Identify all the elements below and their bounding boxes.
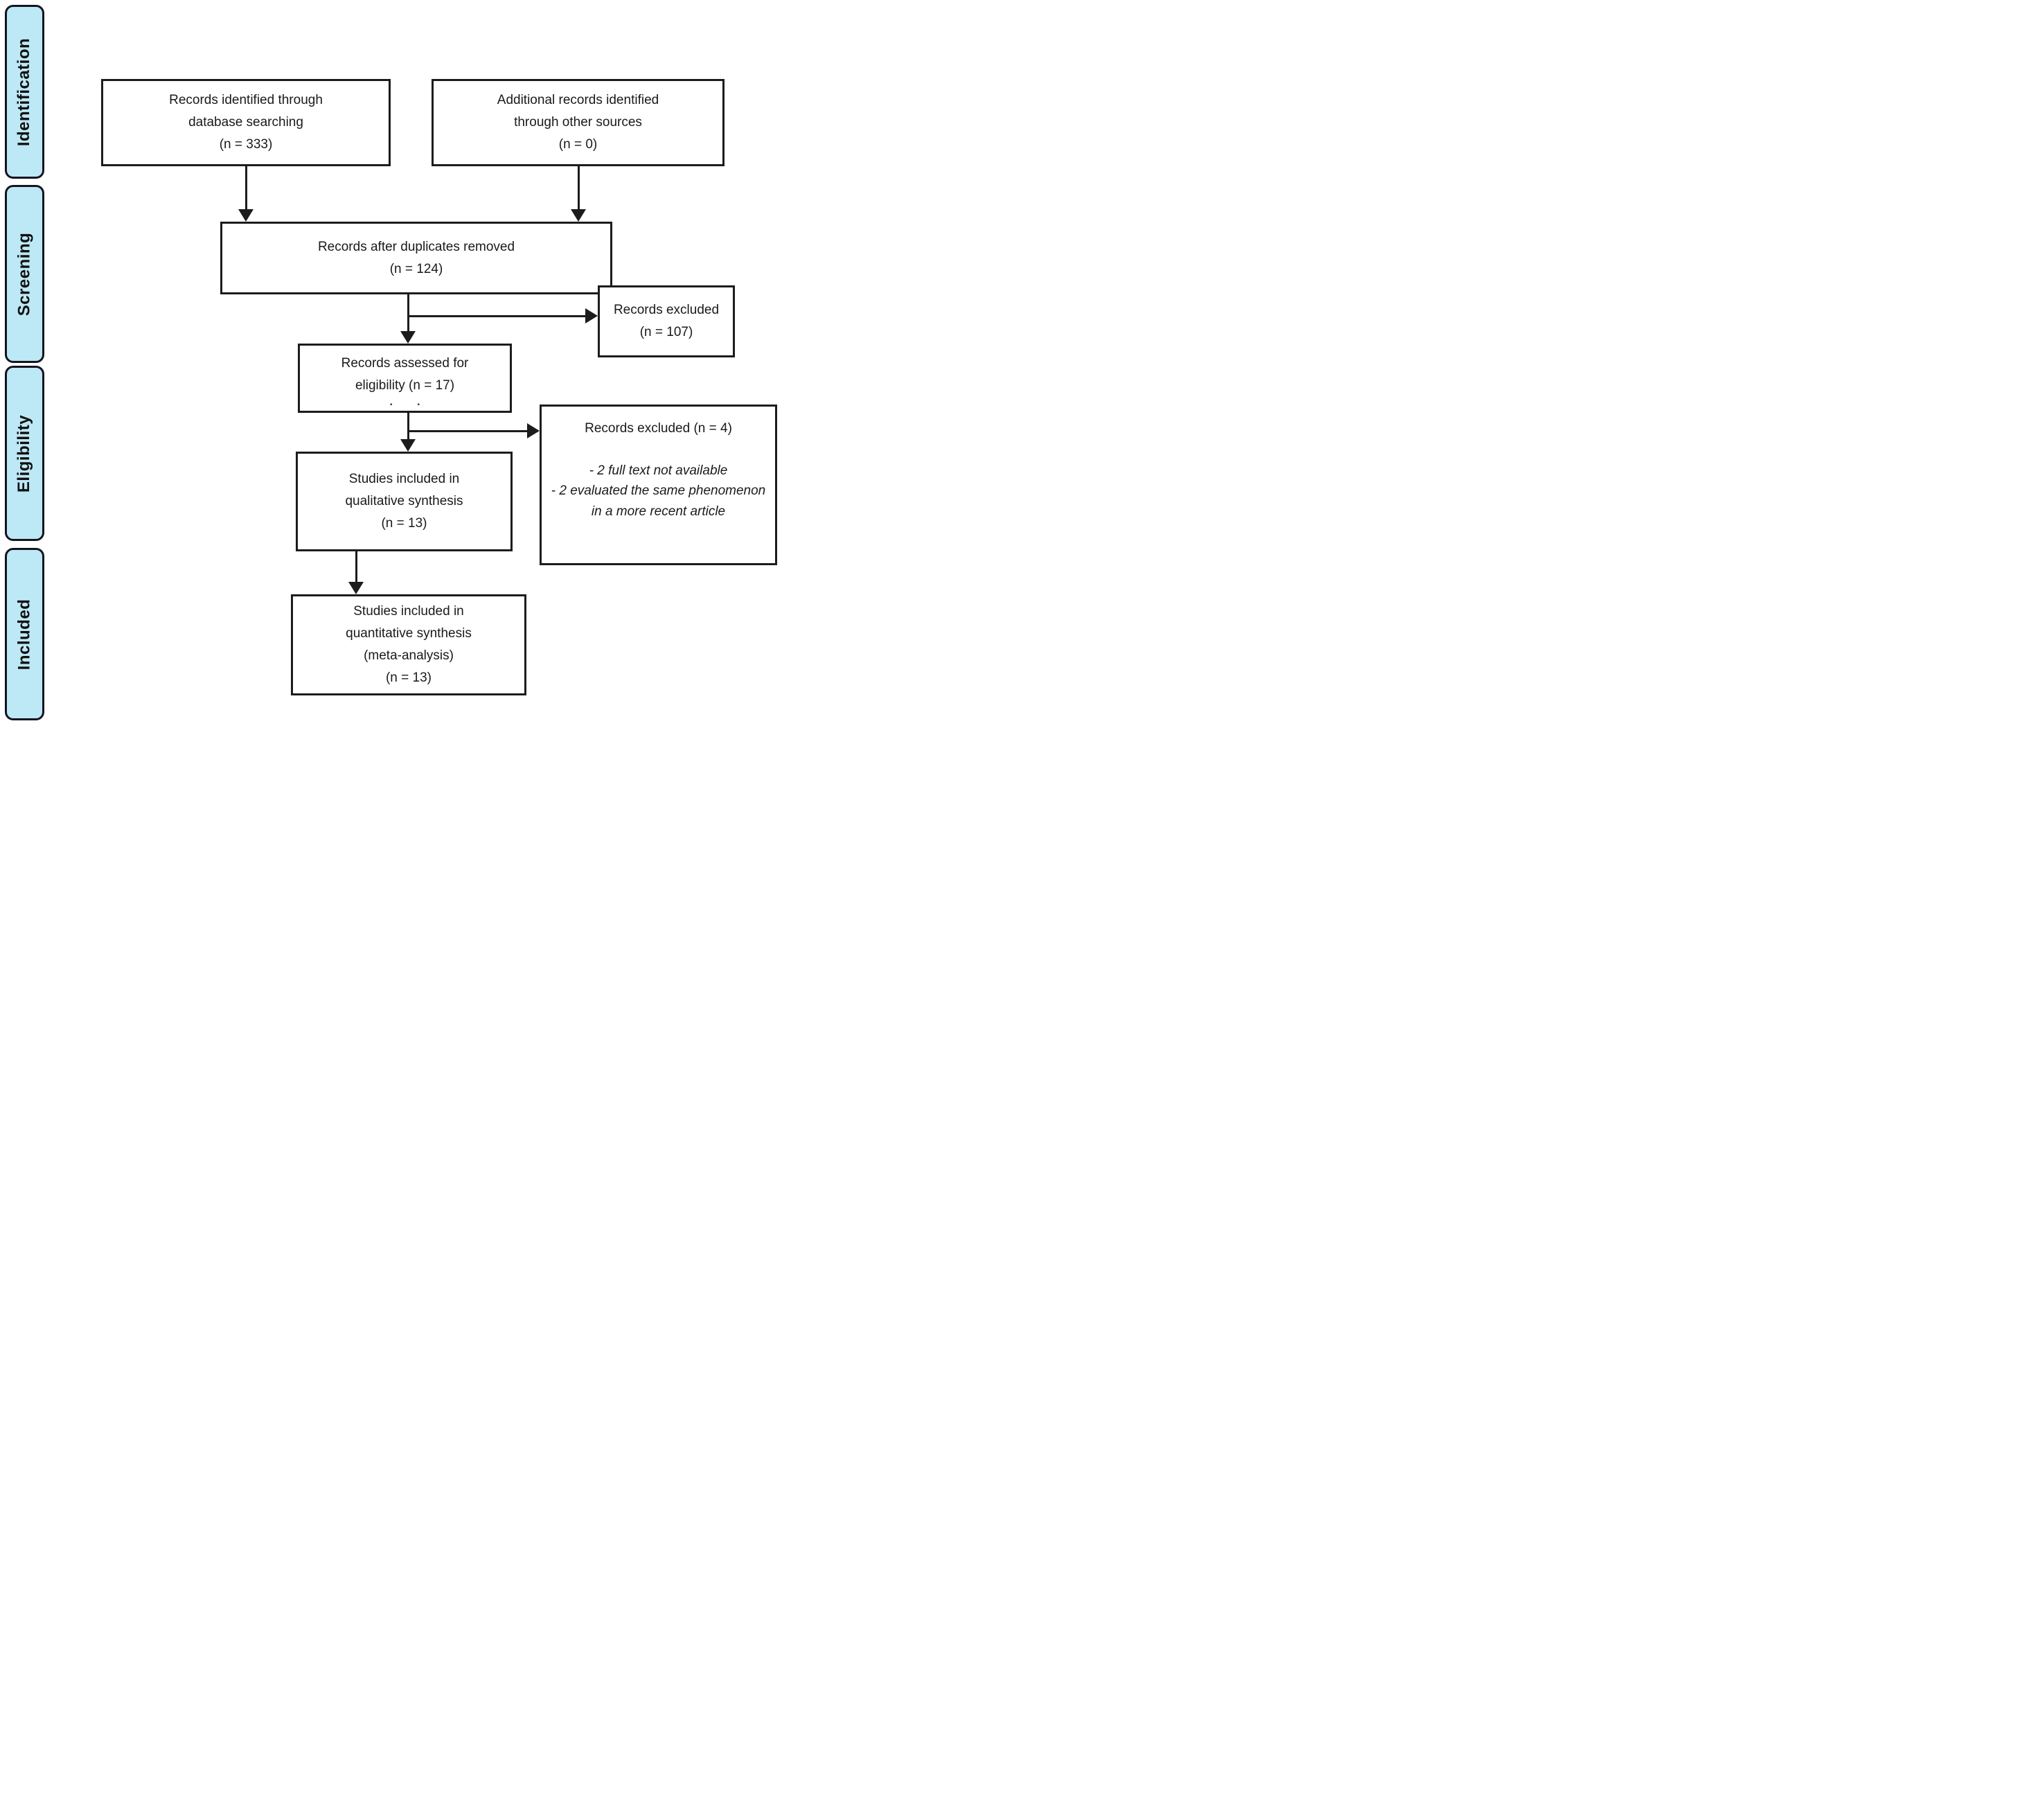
stage-screening-label: Screening (15, 232, 34, 316)
arrowhead-down-icon (348, 582, 364, 594)
flow-box-records-excluded-eligibility: Records excluded (n = 4) - 2 full text n… (540, 405, 777, 565)
box-text-line: Records assessed for (341, 355, 469, 371)
box-text-line: (n = 0) (558, 136, 598, 152)
stage-screening: Screening (5, 185, 44, 363)
connector-line (577, 166, 580, 212)
box-text-line: Records after duplicates removed (317, 239, 515, 254)
artifact-dots: . . (389, 394, 420, 408)
arrowhead-right-icon (585, 308, 598, 323)
exclusion-reasons: - 2 full text not available - 2 evaluate… (547, 461, 770, 522)
exclusion-reason: - 2 evaluated the same phenomenon in a m… (551, 483, 766, 519)
box-text-line: through other sources (514, 115, 642, 130)
box-text-line: (n = 13) (385, 670, 432, 685)
box-text-line: (n = 124) (389, 261, 443, 276)
connector-line (355, 551, 357, 585)
connector-line (407, 294, 409, 334)
arrowhead-right-icon (527, 423, 540, 438)
box-text-line: Records excluded (613, 303, 720, 318)
connector-line (407, 413, 409, 442)
box-text-line: (n = 13) (381, 515, 427, 531)
stage-included: Included (5, 548, 44, 720)
flow-box-additional-records: Additional records identified through ot… (432, 79, 725, 166)
flow-box-records-excluded-screening: Records excluded (n = 107) (598, 285, 735, 357)
box-text-line: (meta-analysis) (364, 648, 454, 663)
box-text-line: Studies included in (353, 604, 464, 619)
arrowhead-down-icon (400, 439, 416, 452)
stage-eligibility-label: Eligibility (15, 414, 34, 492)
box-text-line: Records excluded (n = 4) (585, 421, 732, 436)
box-text-line: Records identified through (169, 93, 323, 108)
prisma-flow-diagram: Identification Screening Eligibility Inc… (0, 0, 817, 725)
flow-box-records-identified: Records identified through database sear… (101, 79, 391, 166)
stage-eligibility: Eligibility (5, 366, 44, 541)
arrowhead-down-icon (400, 331, 416, 344)
box-text-line: eligibility (n = 17) (355, 378, 455, 393)
stage-identification: Identification (5, 5, 44, 179)
stage-included-label: Included (15, 598, 34, 670)
arrowhead-down-icon (238, 209, 254, 222)
flow-box-qualitative-synthesis: Studies included in qualitative synthesi… (296, 452, 513, 551)
box-text-line: quantitative synthesis (346, 626, 472, 641)
flow-box-records-assessed: Records assessed for eligibility (n = 17… (298, 344, 512, 413)
exclusion-reason: - 2 full text not available (589, 463, 728, 478)
flow-box-after-duplicates: Records after duplicates removed (n = 12… (220, 222, 612, 294)
box-text-line: database searching (188, 115, 303, 130)
arrowhead-down-icon (571, 209, 586, 222)
box-text-line: (n = 333) (219, 136, 273, 152)
box-text-line: qualitative synthesis (345, 494, 463, 509)
box-text-line: Studies included in (348, 472, 460, 487)
box-text-line: (n = 107) (639, 325, 693, 339)
stage-identification-label: Identification (15, 37, 34, 146)
connector-line (408, 314, 587, 317)
connector-line (408, 429, 530, 432)
box-text-line: Additional records identified (497, 93, 659, 108)
connector-line (245, 166, 247, 212)
flow-box-quantitative-synthesis: Studies included in quantitative synthes… (291, 594, 526, 695)
